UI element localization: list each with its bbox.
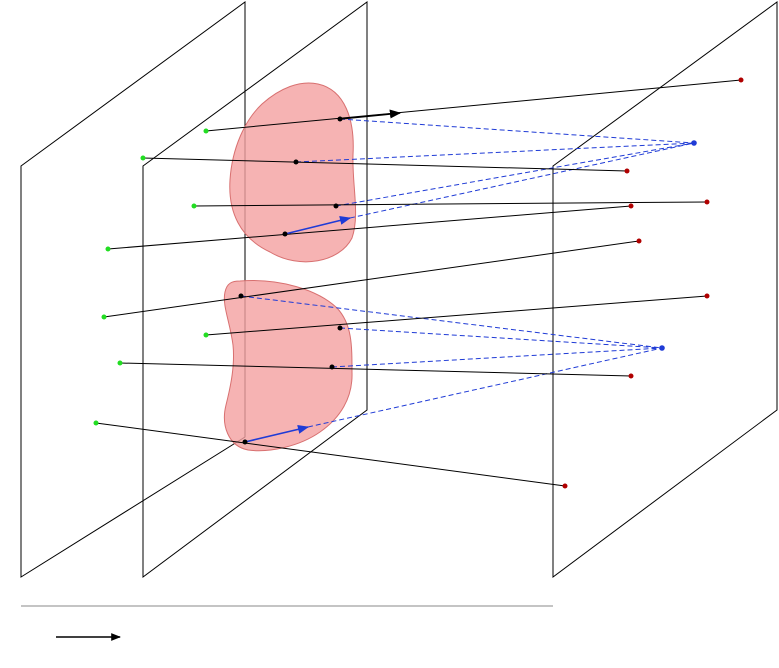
source-point xyxy=(659,345,665,351)
blob-lower xyxy=(223,280,353,452)
hit-points xyxy=(238,116,343,445)
end-point xyxy=(636,238,642,244)
ray xyxy=(193,201,708,207)
dashed-line xyxy=(339,118,695,144)
hit-point xyxy=(242,439,248,445)
blobs xyxy=(223,82,357,452)
start-point xyxy=(203,128,209,134)
start-point xyxy=(140,155,146,161)
ray xyxy=(107,205,632,250)
blue-arrow xyxy=(244,424,310,443)
dashed-line xyxy=(335,142,695,207)
hit-point xyxy=(333,203,339,209)
start-point xyxy=(101,314,107,320)
rays xyxy=(95,79,742,487)
source-points xyxy=(659,140,697,351)
dashed-line xyxy=(339,327,663,349)
dashed-line xyxy=(295,142,695,163)
ray xyxy=(205,295,708,336)
end-point xyxy=(738,77,744,83)
end-point xyxy=(628,203,634,209)
ray xyxy=(205,79,742,132)
ray xyxy=(103,240,640,318)
hit-point xyxy=(337,116,343,122)
plane-left xyxy=(20,1,246,578)
plane-middle xyxy=(142,1,368,578)
dashed-line xyxy=(307,347,663,428)
hit-point xyxy=(238,293,244,299)
ray xyxy=(119,362,632,377)
planes xyxy=(20,1,778,578)
start-point xyxy=(191,203,197,209)
start-point xyxy=(117,360,123,366)
plane-right xyxy=(552,1,778,578)
end-point xyxy=(704,199,710,205)
blue-arrow xyxy=(284,216,352,235)
dashed-lines xyxy=(240,118,695,428)
end-points xyxy=(562,77,744,489)
start-points xyxy=(93,128,209,426)
end-point xyxy=(562,483,568,489)
start-point xyxy=(105,246,111,252)
hit-point xyxy=(329,364,335,370)
end-point xyxy=(704,293,710,299)
source-point xyxy=(691,140,697,146)
dashed-line xyxy=(349,142,695,219)
direction-arrows xyxy=(244,109,402,443)
dashed-line xyxy=(331,347,663,368)
hit-point xyxy=(337,325,343,331)
ray xyxy=(95,422,566,487)
start-point xyxy=(93,420,99,426)
ray xyxy=(142,157,628,172)
blob-upper xyxy=(229,82,357,263)
start-point xyxy=(203,332,209,338)
hit-point xyxy=(293,159,299,165)
hit-point xyxy=(282,231,288,237)
end-point xyxy=(624,168,630,174)
black-arrow xyxy=(339,109,402,120)
dashed-line xyxy=(240,295,663,349)
end-point xyxy=(628,373,634,379)
